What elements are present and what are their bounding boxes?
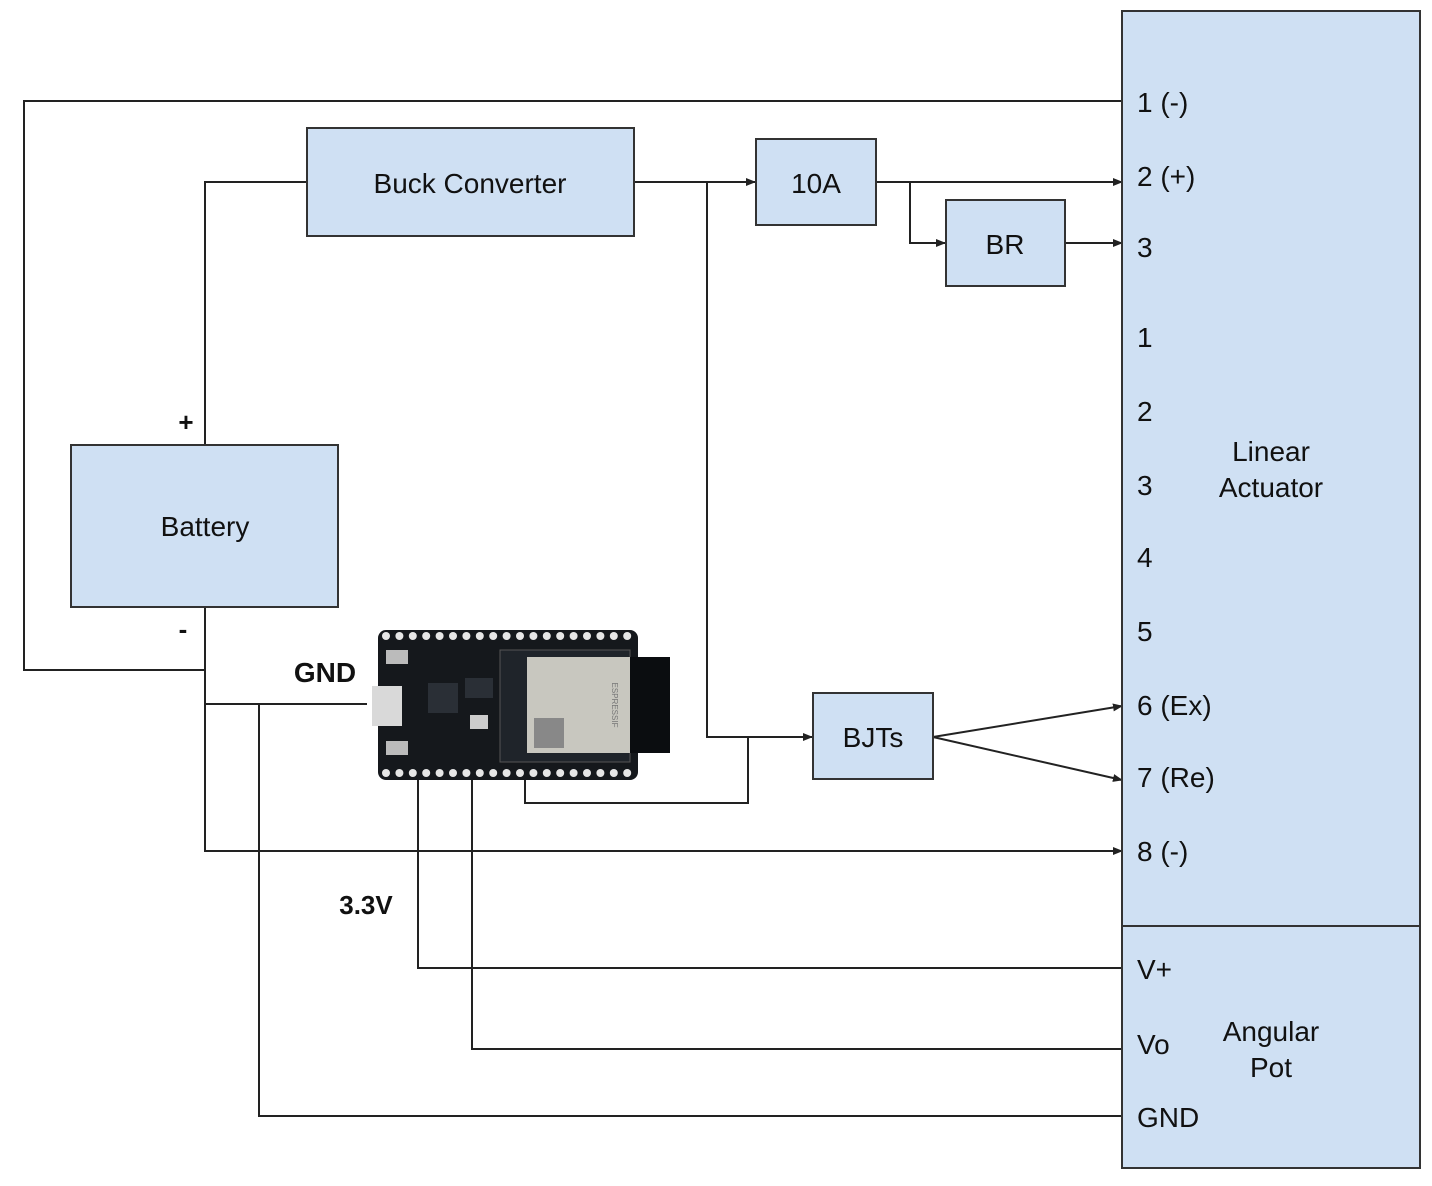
angular-pot-label-line2: Pot [1250, 1052, 1292, 1083]
header-pin [489, 632, 498, 640]
battery-positive-label: + [178, 407, 193, 437]
wire-battery-neg [204, 607, 1123, 855]
header-pin [408, 769, 417, 777]
header-pin [516, 632, 524, 640]
pot-pin-label: Vo [1137, 1029, 1170, 1060]
actuator-pin-label: 1 [1137, 322, 1153, 353]
pot-pin-label: V+ [1137, 954, 1172, 985]
header-pin [462, 769, 471, 777]
usb-port-icon [372, 686, 402, 726]
wire-fuse-br [909, 182, 946, 247]
header-pins-bottom [382, 769, 632, 777]
actuator-pin-label: 2 (+) [1137, 161, 1195, 192]
buck-converter-label: Buck Converter [374, 168, 567, 199]
header-pin [395, 632, 404, 640]
module-brand: ESPRESSIF [610, 683, 619, 728]
header-pin [422, 769, 431, 777]
br-label: BR [986, 229, 1025, 260]
header-pin [583, 632, 591, 640]
br-block[interactable]: BR [945, 199, 1066, 287]
battery-block[interactable]: Battery [70, 444, 339, 608]
header-pin [516, 769, 524, 777]
pot-pins: V+ Vo GND [1137, 954, 1199, 1133]
header-pin [569, 632, 578, 640]
usb-chip [428, 683, 458, 713]
header-pin [542, 769, 551, 777]
wire-actuator-neg-loop [23, 100, 1122, 671]
angular-pot-block[interactable]: Angular Pot [1121, 925, 1421, 1169]
boot-button-icon [386, 741, 408, 755]
wire-battery-pos-buck [204, 181, 308, 445]
header-pin [556, 769, 565, 777]
actuator-pin-label: 3 [1137, 470, 1153, 501]
header-pin [502, 769, 511, 777]
antenna [630, 657, 670, 753]
header-pin [623, 632, 632, 640]
header-pin [435, 769, 444, 777]
battery-negative-label: - [179, 614, 188, 644]
bjts-block[interactable]: BJTs [812, 692, 934, 780]
bjts-label: BJTs [843, 722, 904, 753]
fuse-10a-block[interactable]: 10A [755, 138, 877, 226]
header-pin [609, 769, 618, 777]
qr-code [534, 718, 564, 748]
actuator-pin-label: 8 (-) [1137, 836, 1188, 867]
wire-bjts-ex [932, 703, 1123, 738]
wire-vo-pot [471, 780, 1122, 1050]
header-pin [569, 769, 578, 777]
header-pin [623, 769, 632, 777]
regulator [465, 678, 493, 698]
actuator-pin-label: 4 [1137, 542, 1153, 573]
header-pin [542, 632, 551, 640]
gnd-net-label: GND [294, 657, 356, 688]
actuator-pin-label: 5 [1137, 616, 1153, 647]
esp32-devkit-board[interactable]: ESPRESSIF [372, 630, 670, 780]
header-pin [596, 769, 605, 777]
wire-buck-bjts [706, 182, 813, 741]
header-pin [422, 632, 431, 640]
wire-mcu-bjts [524, 737, 749, 804]
header-pin [556, 632, 565, 640]
header-pin [529, 769, 538, 777]
wire-bjts-re [932, 736, 1123, 782]
header-pins-top [382, 632, 632, 640]
actuator-pins: 1 (-) 2 (+) 3 1 2 3 4 5 6 (Ex) 7 (Re) 8 … [1137, 87, 1215, 867]
header-pin [596, 632, 605, 640]
header-pin [449, 632, 457, 640]
header-pin [609, 632, 618, 640]
wire-gnd-pot [258, 704, 1122, 1117]
battery-label: Battery [161, 511, 250, 542]
reset-button-icon [386, 650, 408, 664]
actuator-pin-label: 6 (Ex) [1137, 690, 1212, 721]
actuator-pin-label: 7 (Re) [1137, 762, 1215, 793]
fuse-label: 10A [791, 168, 841, 199]
actuator-pin-label: 1 (-) [1137, 87, 1188, 118]
linear-actuator-label-line1: Linear [1232, 436, 1310, 467]
header-pin [462, 632, 471, 640]
header-pin [489, 769, 498, 777]
actuator-pin-label: 3 [1137, 232, 1153, 263]
led [470, 715, 488, 729]
header-pin [382, 632, 390, 640]
linear-actuator-block[interactable]: Linear Actuator [1121, 10, 1421, 927]
header-pin [449, 769, 457, 777]
header-pin [435, 632, 444, 640]
linear-actuator-label-line2: Actuator [1219, 472, 1323, 503]
actuator-pin-label: 2 [1137, 396, 1153, 427]
wire-33v-pot [417, 780, 1122, 969]
pot-pin-label: GND [1137, 1102, 1199, 1133]
header-pin [382, 769, 390, 777]
buck-converter-block[interactable]: Buck Converter [306, 127, 635, 237]
header-pin [502, 632, 511, 640]
angular-pot-label-line1: Angular [1223, 1016, 1320, 1047]
header-pin [408, 632, 417, 640]
header-pin [475, 769, 484, 777]
v33-net-label: 3.3V [339, 890, 393, 920]
header-pin [583, 769, 591, 777]
header-pin [529, 632, 538, 640]
header-pin [395, 769, 404, 777]
wires [23, 100, 1123, 1117]
header-pin [475, 632, 484, 640]
